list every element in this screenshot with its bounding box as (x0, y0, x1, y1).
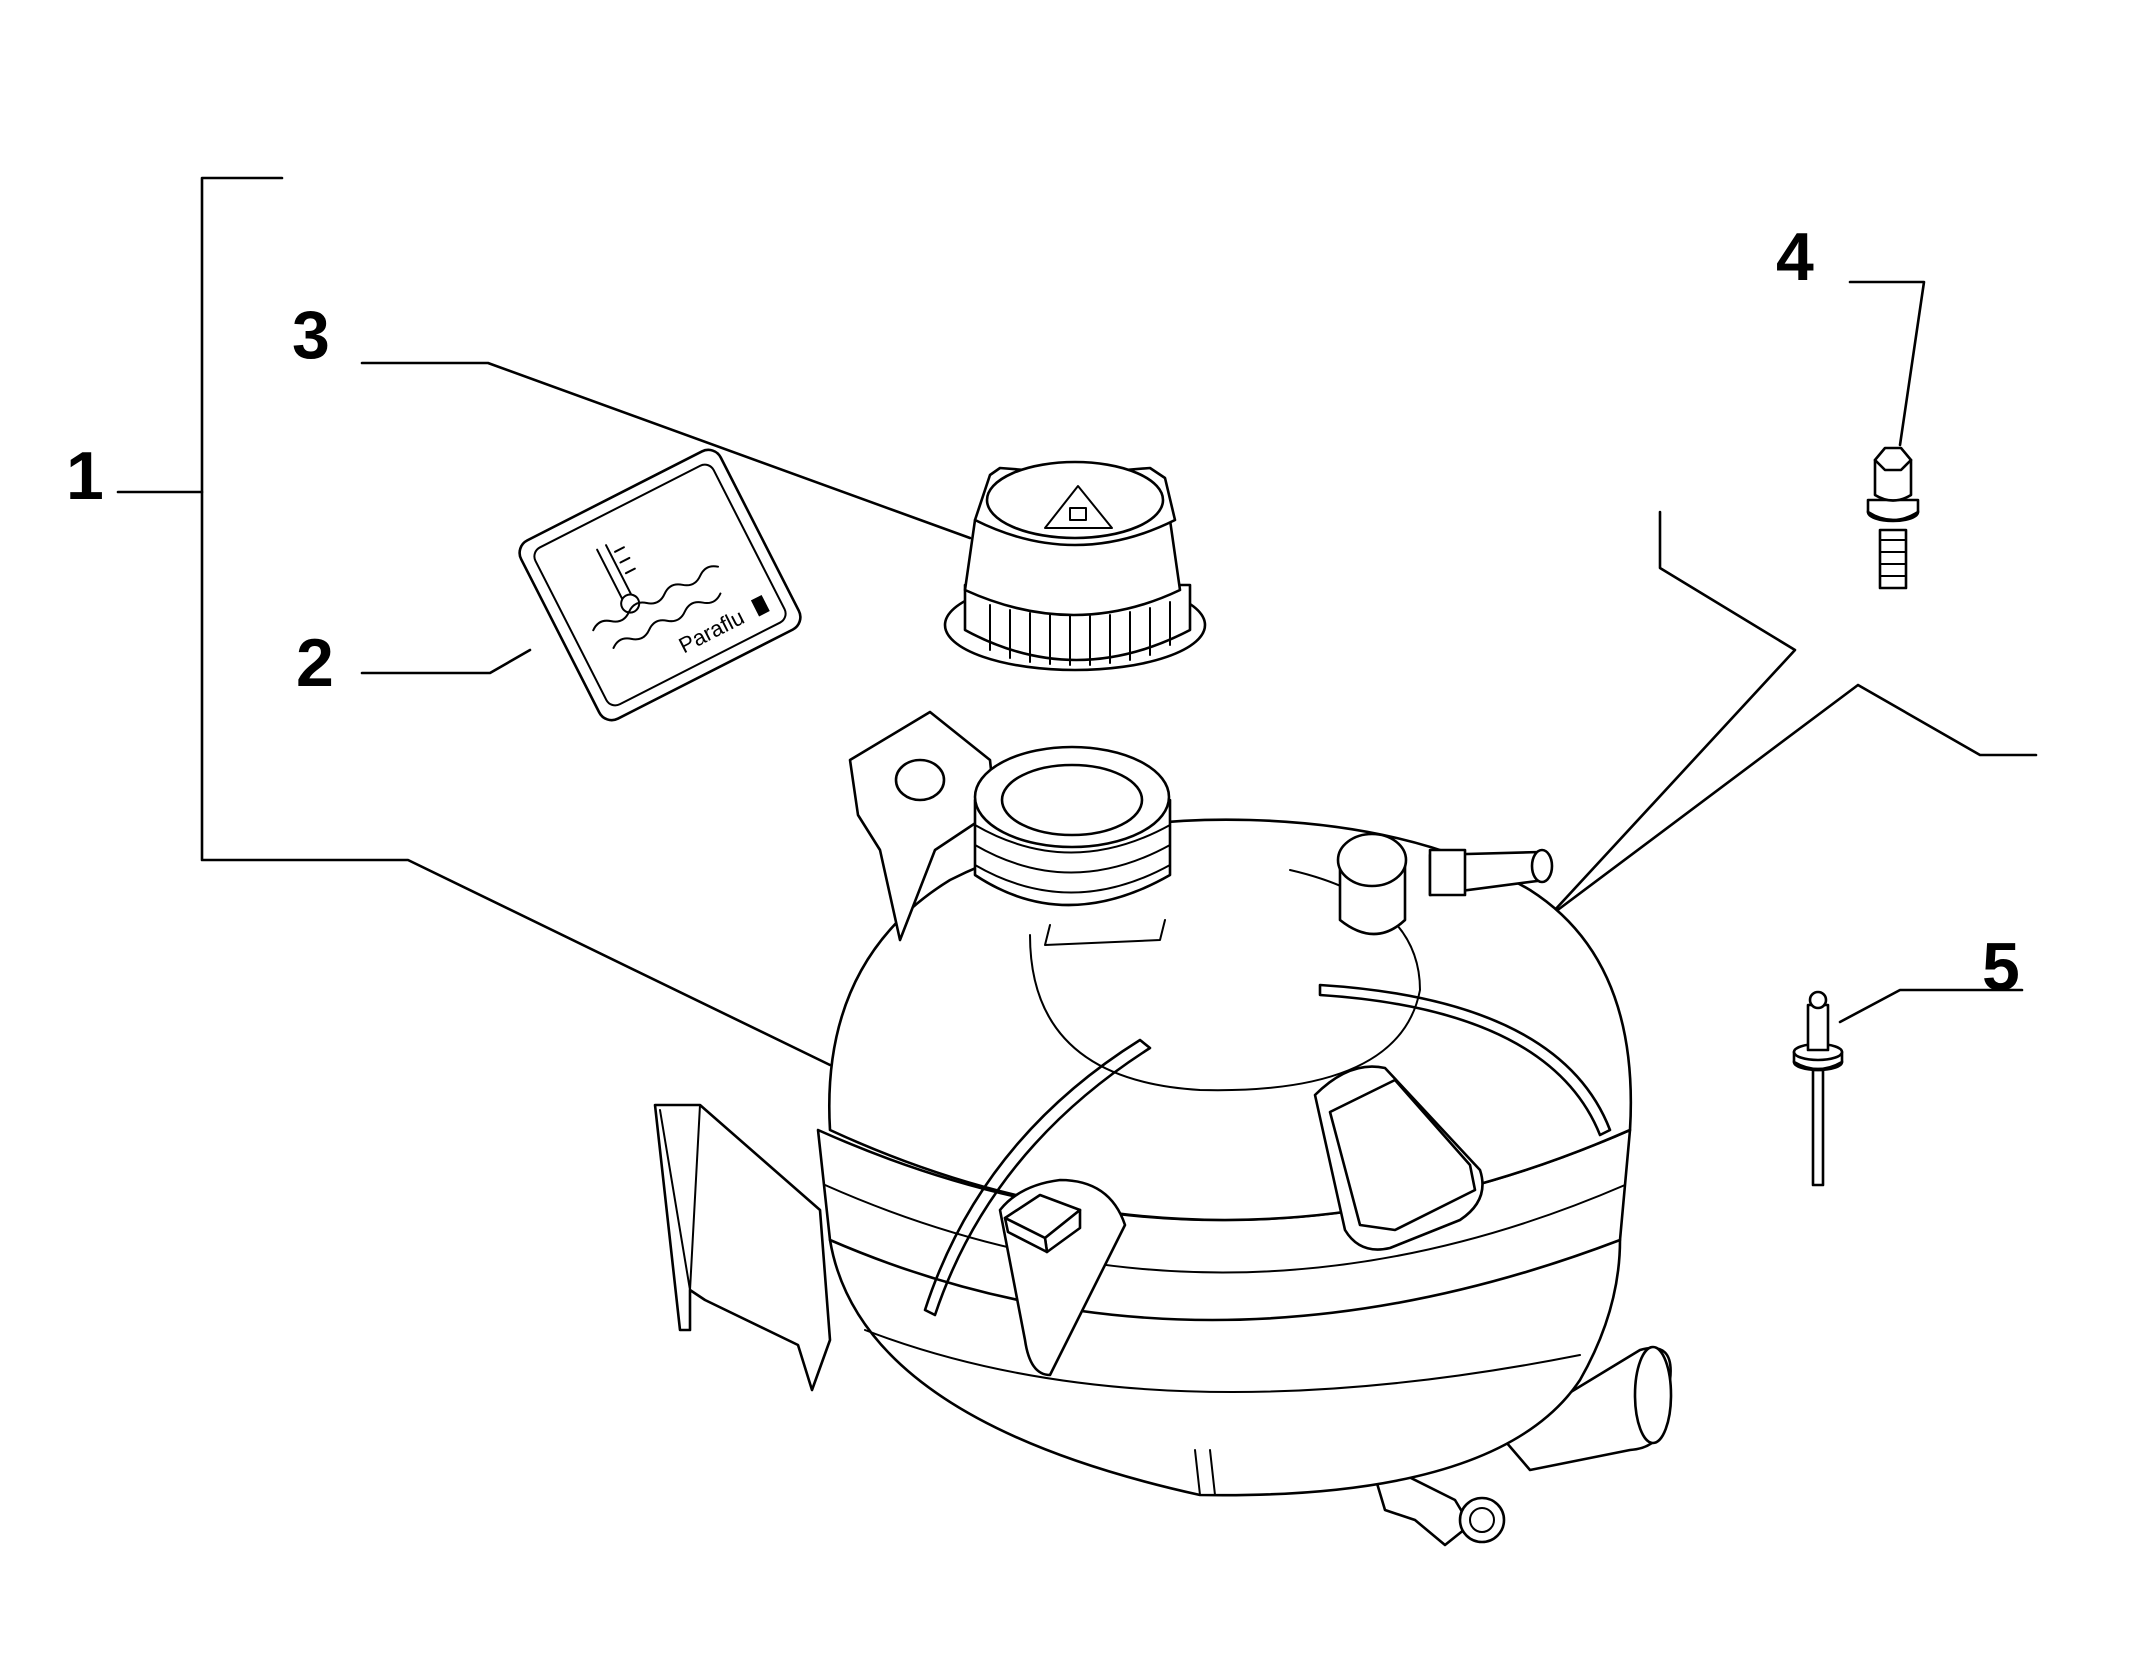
label-logo-mark (750, 594, 770, 617)
filler-neck-threads (974, 824, 1171, 894)
flange-bolt (1866, 446, 1920, 590)
callout-4: 4 (1776, 219, 1814, 295)
bracket-1 (200, 176, 832, 1067)
filler-neck-opening (1000, 763, 1144, 837)
leader-3 (360, 361, 972, 540)
filler-cap (943, 460, 1207, 672)
callout-numbers: 1 2 3 4 5 (66, 219, 2020, 1005)
cap-knurling (989, 601, 1171, 666)
warning-triangle-icon (1044, 485, 1113, 529)
callout-5: 5 (1982, 929, 2020, 1005)
expansion-tank-assembly (653, 710, 1673, 1547)
leader-4 (1848, 280, 1926, 447)
outlet-pipe-bottom-end (1458, 1496, 1506, 1544)
outlet-pipe-right-end (1633, 1345, 1673, 1445)
thermometer-icon (596, 544, 641, 614)
cap-top-face (985, 460, 1165, 540)
coolant-label-sticker: Paraflu (518, 448, 802, 722)
bolt-threads (1879, 539, 1907, 577)
hose-clip-left (923, 1038, 1152, 1317)
leader-5 (1838, 988, 2024, 1024)
blind-rivet (1792, 990, 1844, 1187)
leader-2 (360, 648, 532, 675)
mounting-bracket-upper (848, 710, 997, 942)
wave-line-2 (612, 592, 722, 649)
level-window (1328, 1078, 1477, 1232)
hose-clip-right (1318, 983, 1612, 1137)
callout-1: 1 (66, 438, 104, 514)
wave-line-1 (592, 565, 720, 632)
leader-lines (116, 176, 2038, 1067)
leader-right-lower (1553, 683, 2038, 914)
bracket-mount-hole (894, 758, 946, 802)
callout-2: 2 (296, 625, 334, 701)
leader-right-upper (1551, 510, 1797, 914)
mounting-bracket-lower (653, 1103, 832, 1392)
callout-3: 3 (292, 297, 330, 373)
